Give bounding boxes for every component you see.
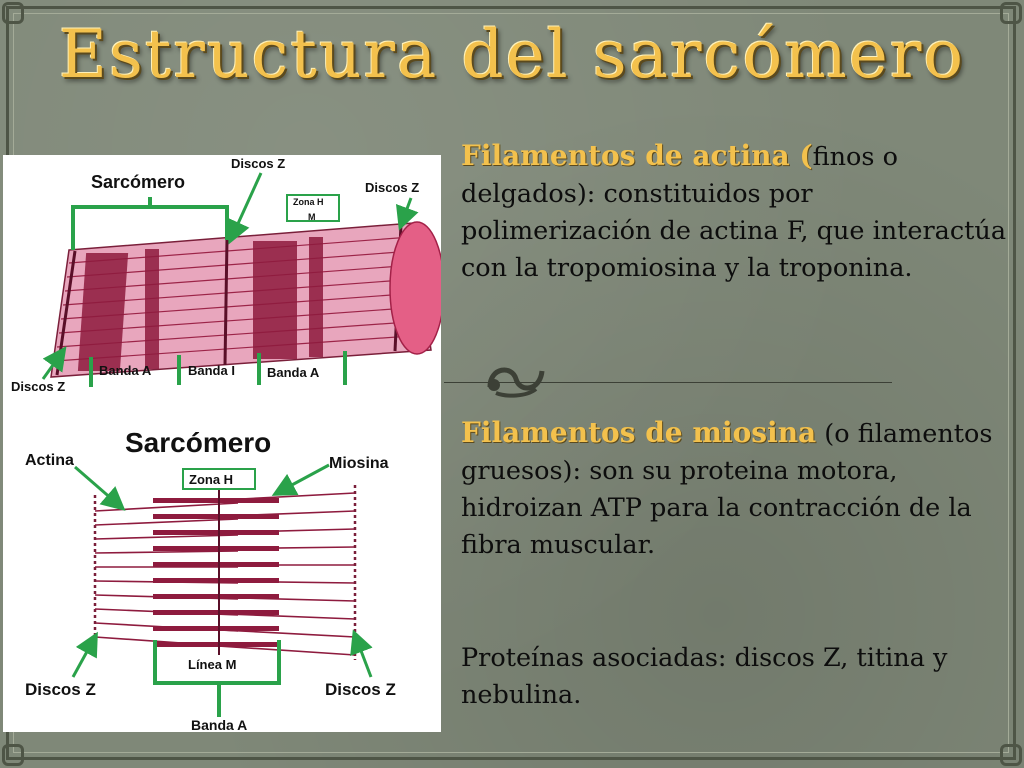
label-sarcomero-bottom-title: Sarcómero [125, 427, 271, 458]
slide-title: Estructura del sarcómero [58, 16, 966, 93]
label-banda-a-1: Banda A [99, 363, 152, 378]
heading-actin: Filamentos de actina ( [461, 139, 813, 172]
label-sarcomero-top: Sarcómero [91, 172, 185, 192]
label-m-top: M [308, 212, 316, 222]
myofibril-cylinder-diagram [50, 221, 441, 378]
actin-text-2: delgados [461, 179, 577, 209]
label-discos-z-bottom-right: Discos Z [325, 680, 396, 699]
paragraph-actin: Filamentos de actina (finos o delgados):… [461, 137, 1009, 287]
label-banda-a-2: Banda A [267, 365, 320, 380]
associated-proteins-text: Proteínas asociadas: discos Z, titina y … [461, 643, 948, 710]
label-zona-h-bottom: Zona H [189, 472, 233, 487]
heading-myosin: Filamentos de miosina [461, 416, 817, 449]
frame-corner-ornament [2, 744, 24, 766]
flourish-ornament-icon [487, 367, 545, 398]
actin-text-3: ): constituidos por polimerización de ac… [461, 179, 1007, 283]
sarcomere-diagrams: Sarcómero Discos Z Zona H M Discos Z Dis… [11, 156, 441, 732]
label-banda-i: Banda I [188, 363, 235, 378]
label-discos-z-top: Discos Z [231, 156, 285, 171]
label-miosina: Miosina [329, 455, 389, 472]
label-zona-h-top: Zona H [293, 197, 324, 207]
sarcomere-figure-panel: Sarcómero Discos Z Zona H M Discos Z Dis… [3, 155, 441, 732]
label-banda-a-bottom: Banda A [191, 717, 247, 732]
z-disc-line [223, 238, 229, 366]
frame-corner-ornament [1000, 744, 1022, 766]
label-discos-z-right: Discos Z [365, 180, 419, 195]
label-actina: Actina [25, 452, 74, 469]
frame-corner-ornament [2, 2, 24, 24]
frame-corner-ornament [1000, 2, 1022, 24]
paragraph-associated-proteins: Proteínas asociadas: discos Z, titina y … [461, 640, 1009, 714]
label-discos-z-bottom: Discos Z [11, 379, 65, 394]
actin-text-1: finos o [812, 142, 898, 172]
label-linea-m: Línea M [188, 657, 236, 672]
sarcomere-filament-diagram [93, 485, 357, 660]
paragraph-myosin: Filamentos de miosina (o filamentos grue… [461, 414, 1009, 564]
myosin-text: (o filamentos gruesos): son su proteina … [461, 419, 993, 560]
label-discos-z-bottom-left: Discos Z [25, 680, 96, 699]
section-divider [444, 382, 892, 383]
